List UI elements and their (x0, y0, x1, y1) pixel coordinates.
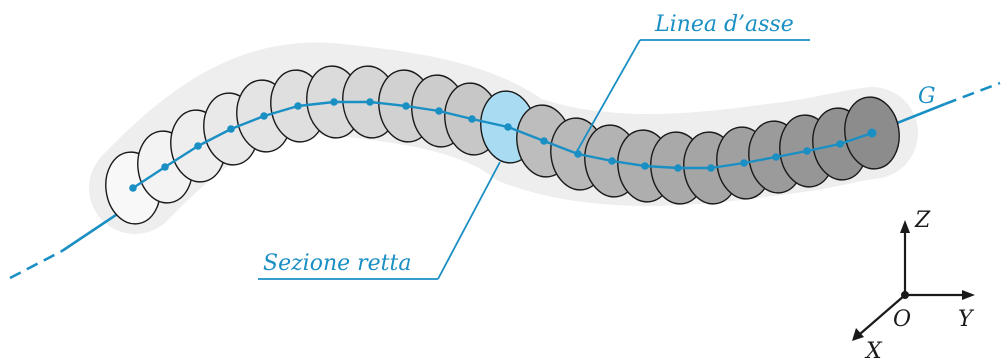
axis-segment (710, 161, 745, 170)
centroid-dot (772, 153, 780, 161)
centroid-dot (435, 107, 443, 115)
axis-segment (405, 104, 440, 113)
centroid-dot (740, 159, 748, 167)
axis-segment (743, 155, 777, 165)
x-arrowhead (852, 328, 864, 341)
axis-segment (297, 100, 335, 108)
centroid-dot (129, 184, 137, 192)
z-arrowhead (900, 220, 910, 233)
centroid-dot (504, 123, 512, 131)
x-axis-label: X (864, 339, 883, 361)
centroid-dot (540, 137, 548, 145)
axis-line-dash-right (944, 81, 1001, 106)
centroid-dot (803, 147, 811, 155)
axis-segment (438, 109, 473, 121)
y-axis-label: Y (958, 307, 975, 332)
axis-segment (577, 152, 613, 163)
axis-segment (543, 139, 579, 156)
centroid-dot (260, 112, 268, 120)
centroid-dot (468, 115, 476, 123)
centroid-dot (227, 125, 235, 133)
reference-frame: Z Y X O (852, 208, 975, 361)
axis-segment (839, 131, 873, 146)
axis-segment (369, 100, 407, 108)
centroid-dot (707, 164, 715, 172)
axis-segment (806, 142, 841, 153)
origin-dot (901, 291, 909, 299)
centroid-dot (330, 98, 338, 106)
centroid-dot (366, 98, 374, 106)
centroid-g-dot (867, 128, 877, 138)
axis-segment (471, 117, 509, 129)
axis-segment (197, 127, 232, 148)
axis-segment (164, 144, 199, 169)
cross-sections (105, 65, 900, 225)
centroid-dot (294, 102, 302, 110)
cross-section-callout-leader (437, 161, 501, 280)
centroid-dot (641, 162, 649, 170)
centroid-dot (402, 102, 410, 110)
axis-segment (644, 164, 679, 170)
centroid-dot (608, 157, 616, 165)
centroid-dot (674, 164, 682, 172)
z-axis-label: Z (914, 208, 931, 233)
centroid-dot (574, 150, 582, 158)
axis-segment (775, 149, 808, 159)
centroid-label: G (918, 84, 936, 109)
y-arrowhead (962, 290, 975, 300)
axis-line-callout: Linea d’asse (575, 12, 810, 154)
axis-segment (507, 125, 545, 143)
centroid-dot (161, 163, 169, 171)
axis-segment (230, 114, 265, 131)
cross-section-callout: Sezione retta (258, 161, 501, 280)
axis-segment (132, 165, 166, 190)
centroid-dot (836, 140, 844, 148)
origin-label: O (893, 307, 911, 332)
centroid-dot (194, 142, 202, 150)
cross-section-label: Sezione retta (263, 251, 411, 276)
axis-line-callout-leader (575, 39, 641, 154)
axis-segment (263, 104, 299, 118)
axis-line-label: Linea d’asse (654, 12, 794, 37)
x-axis-arrow (859, 294, 906, 335)
axis-line-dash-left (9, 249, 63, 280)
axis-segment (611, 159, 646, 168)
